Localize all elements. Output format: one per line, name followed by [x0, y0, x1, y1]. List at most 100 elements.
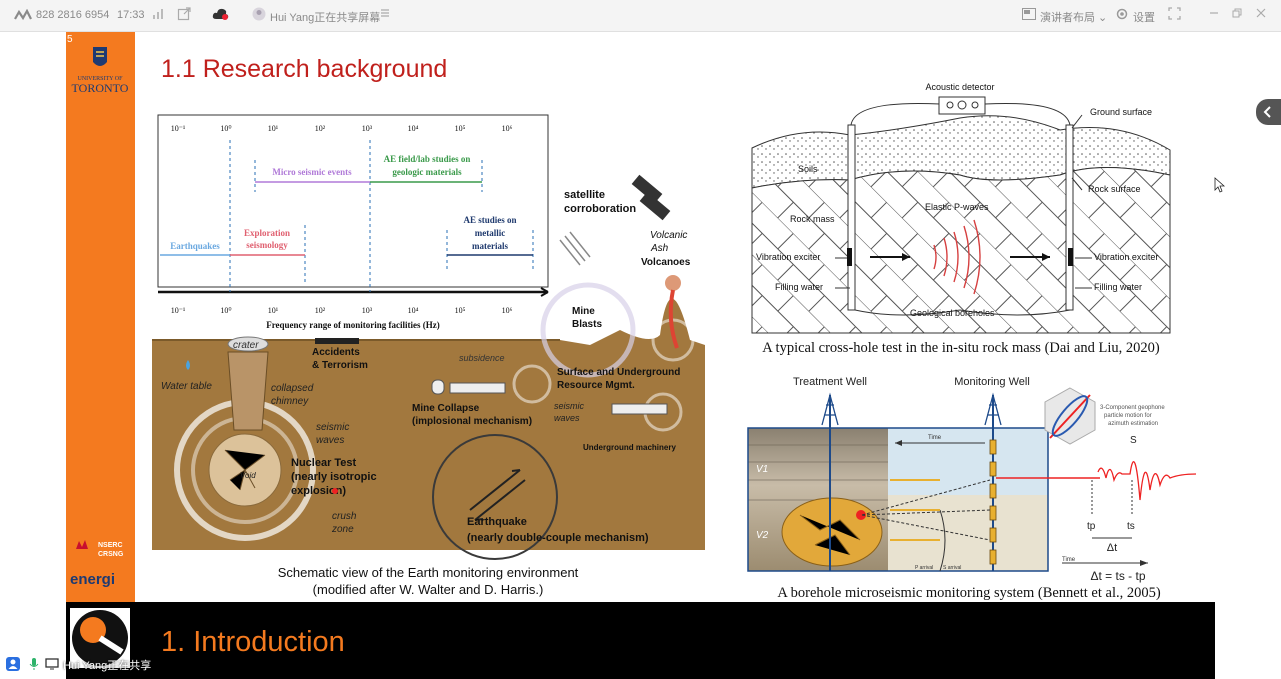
label-crater: crater [233, 340, 259, 351]
fullscreen-icon[interactable] [1168, 7, 1181, 23]
nserc-label: NSERC [98, 542, 123, 549]
meeting-toolbar: 828 2816 6954 17:33 Hui Yang正在共享屏幕 演讲者布局… [0, 0, 1281, 32]
mouse-cursor-icon [1214, 177, 1226, 193]
tick-bottom-5: 10⁴ [408, 306, 419, 315]
side-panel-toggle[interactable] [1256, 99, 1281, 125]
label-void: Void [240, 471, 256, 480]
cloud-record-icon[interactable] [212, 7, 230, 24]
label-time-top: Time [928, 435, 942, 441]
label-seismic-right1: seismic [554, 401, 585, 411]
label-subsidence: subsidence [459, 353, 505, 363]
label-satellite: satellite [564, 189, 605, 201]
label-treatment-well: Treatment Well [793, 376, 867, 388]
satellite-icon [631, 174, 671, 221]
tick-top-5: 10⁴ [408, 124, 419, 133]
label-collapsed1: collapsed [271, 383, 314, 394]
label-monitoring-well: Monitoring Well [954, 376, 1030, 388]
label-geophone3: azimuth estimation [1108, 421, 1158, 427]
slide-number: 5 [67, 34, 73, 45]
label-volcanic: Volcanic [650, 230, 687, 241]
caption-left1: Schematic view of the Earth monitoring e… [278, 565, 579, 580]
water-drop-icon [186, 360, 190, 370]
gear-icon[interactable] [1115, 7, 1129, 24]
label-geophone2: particle motion for [1104, 413, 1152, 419]
label-filling-left: Filling water [775, 282, 823, 292]
microphone-icon [28, 657, 40, 676]
label-volcanoes: Volcanoes [641, 257, 691, 268]
tick-bottom-3: 10² [315, 306, 326, 315]
label-exploration1: Exploration [244, 228, 290, 238]
tick-bottom-4: 10³ [362, 306, 373, 315]
freq-axis-label: Frequency range of monitoring facilities… [266, 320, 440, 330]
slide-section-banner [66, 602, 1215, 679]
label-nuclear3: explosion) [291, 485, 346, 497]
label-soils: Soils [798, 164, 818, 174]
label-formula: Δt = ts - tp [1090, 569, 1145, 583]
external-link-icon[interactable] [177, 7, 191, 24]
label-filling-right: Filling water [1094, 282, 1142, 292]
label-exploration2: seismology [246, 240, 288, 250]
label-rock-surface: Rock surface [1088, 184, 1141, 194]
close-icon[interactable] [1256, 8, 1266, 21]
menu-icon[interactable] [380, 8, 390, 21]
sharing-status: Hui Yang正在共享屏幕 [270, 12, 381, 24]
energi-logo: energi [70, 571, 115, 588]
crsng-label: CRSNG [98, 551, 124, 558]
label-mine-collapse1: Mine Collapse [412, 403, 480, 414]
label-tp: tp [1087, 521, 1096, 532]
label-nuclear2: (nearly isotropic [291, 471, 377, 483]
label-nuclear1: Nuclear Test [291, 457, 357, 469]
label-ae-metal3: materials [472, 241, 508, 251]
label-ground-surface: Ground surface [1090, 107, 1152, 117]
label-s-wave: S [1130, 435, 1137, 446]
label-v2: V2 [756, 530, 769, 541]
minimize-icon[interactable] [1209, 8, 1219, 21]
label-earthquake1: Earthquake [467, 516, 527, 528]
slide-sidebar [66, 32, 135, 602]
label-accidents1: Accidents [312, 347, 360, 358]
tick-bottom-6: 10⁵ [455, 306, 466, 315]
label-ae-field2: geologic materials [392, 167, 462, 177]
label-time-axis: Time [1062, 557, 1076, 563]
label-elastic-waves: Elastic P-waves [925, 202, 989, 212]
tick-top-2: 10¹ [268, 124, 279, 133]
label-ae-metal2: metallic [475, 228, 506, 238]
label-mine-collapse2: (implosional mechanism) [412, 416, 532, 427]
settings-button[interactable]: 设置 [1133, 12, 1155, 24]
presenter-name: Hui Yang正在共享 [63, 660, 152, 672]
layout-icon[interactable] [1022, 8, 1036, 23]
university-line2: TORONTO [72, 81, 129, 95]
tick-top-0: 10⁻¹ [171, 124, 186, 133]
screen-share-icon [45, 657, 59, 675]
tick-top-4: 10³ [362, 124, 373, 133]
restore-icon[interactable] [1232, 8, 1242, 21]
label-s-arrival: S arrival [943, 565, 961, 571]
label-earthquake2: (nearly double-couple mechanism) [467, 532, 649, 544]
label-mine-blasts2: Blasts [572, 319, 602, 330]
avatar [252, 7, 266, 24]
caption-left2: (modified after W. Walter and D. Harris.… [313, 582, 544, 597]
tick-top-7: 10⁶ [502, 124, 513, 133]
page-title: 1.1 Research background [161, 55, 447, 83]
tick-top-1: 10⁰ [220, 124, 231, 133]
label-earthquakes: Earthquakes [170, 241, 220, 251]
label-seismic-left1: seismic [316, 422, 349, 433]
label-ae-metal1: AE studies on [463, 215, 516, 225]
label-ae-field1: AE field/lab studies on [384, 154, 471, 164]
label-vibration-left: Vibration exciter [756, 252, 820, 262]
caption-borehole: A borehole microseismic monitoring syste… [777, 585, 1161, 601]
tick-bottom-2: 10¹ [268, 306, 279, 315]
label-geophone1: 3-Component geophone [1100, 405, 1165, 411]
presenter-layout-button[interactable]: 演讲者布局 ⌄ [1040, 12, 1108, 24]
bar-chart-icon[interactable] [152, 8, 164, 23]
tick-bottom-7: 10⁶ [502, 306, 513, 315]
crosshole-diagram [751, 96, 1171, 334]
label-ts: ts [1127, 521, 1135, 532]
label-seismic-left2: waves [316, 435, 344, 446]
tick-bottom-0: 10⁻¹ [171, 306, 186, 315]
label-surface1: Surface and Underground [557, 367, 680, 378]
label-crush1: crush [332, 511, 357, 522]
label-delta-t: Δt [1107, 542, 1117, 554]
label-collapsed2: chimney [271, 396, 309, 407]
frequency-chart: 10⁻¹ 10⁰ 10¹ 10² 10³ 10⁴ 10⁵ 10⁶ 10⁻¹ 10… [157, 114, 549, 330]
